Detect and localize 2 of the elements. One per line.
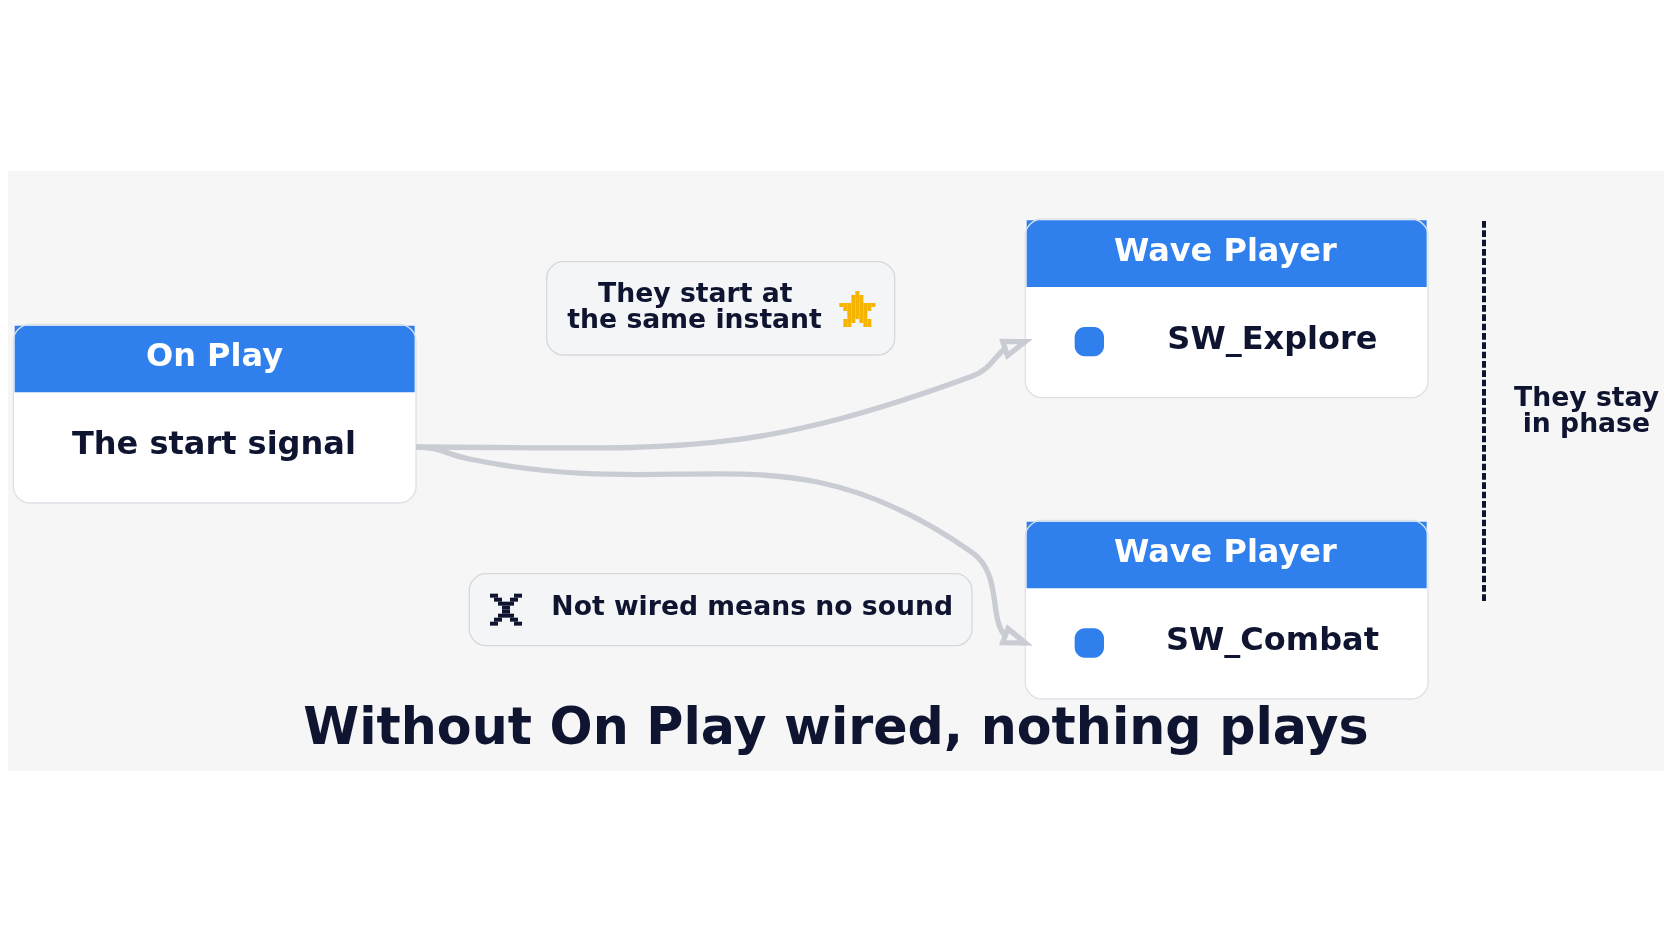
label: They stay in phase bbox=[1514, 380, 1660, 438]
arrow bbox=[415, 443, 1033, 646]
